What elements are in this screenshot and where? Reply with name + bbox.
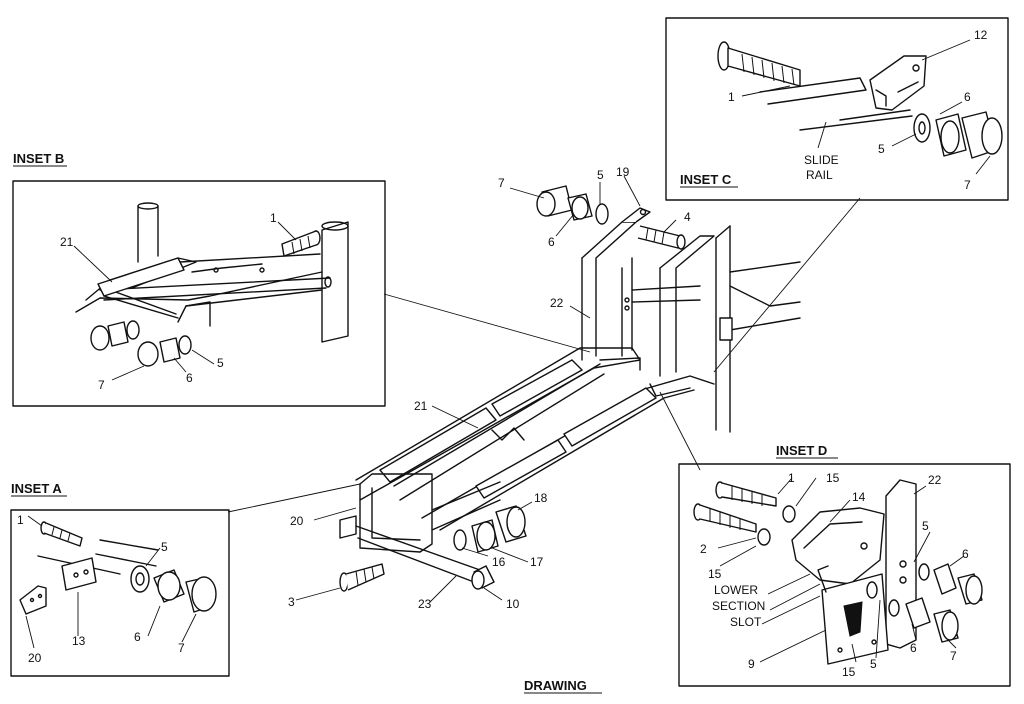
inset-c-title: INSET C — [680, 172, 732, 187]
callout-d-5-bottom: 5 — [870, 657, 877, 671]
label-lower: LOWER — [714, 583, 758, 597]
washer-icon — [918, 563, 930, 581]
nut-icon — [107, 321, 129, 347]
bolt-icon — [717, 41, 801, 87]
bolt-icon — [40, 521, 83, 547]
callout-main-10: 10 — [506, 597, 520, 611]
inset-a-frame — [10, 509, 230, 677]
callout-b-5: 5 — [217, 356, 224, 370]
callout-a-6: 6 — [134, 630, 141, 644]
callout-d-1: 1 — [788, 471, 795, 485]
inset-d: INSET D — [678, 443, 1011, 687]
inset-b-title: INSET B — [13, 151, 64, 166]
callout-main-20: 20 — [290, 514, 304, 528]
bolt-icon — [715, 481, 777, 507]
washer-icon — [178, 335, 192, 355]
callout-b-21: 21 — [60, 235, 74, 249]
callout-a-13: 13 — [72, 634, 86, 648]
inset-b: INSET B — [12, 151, 386, 407]
bracket-icon — [869, 55, 927, 111]
drawing-title: DRAWING — [524, 678, 587, 693]
callout-main-22: 22 — [550, 296, 564, 310]
washer-icon — [866, 581, 878, 599]
washer-icon — [913, 113, 931, 143]
inset-d-frame — [678, 463, 1011, 687]
callout-d-2: 2 — [700, 542, 707, 556]
callout-c-12: 12 — [974, 28, 988, 42]
callout-a-20: 20 — [28, 651, 42, 665]
nut-icon — [905, 597, 931, 629]
label-slot: SLOT — [730, 615, 762, 629]
bolt-icon — [339, 563, 385, 592]
bolt-icon — [693, 503, 757, 533]
washer-icon — [782, 505, 796, 523]
callout-c-7: 7 — [964, 178, 971, 192]
washer-icon — [126, 320, 140, 340]
callout-main-23: 23 — [418, 597, 432, 611]
callout-main-19: 19 — [616, 165, 630, 179]
callout-main-21: 21 — [414, 399, 428, 413]
washer-icon — [888, 599, 900, 617]
inset-b-frame — [12, 180, 386, 407]
bolt-icon — [637, 225, 686, 250]
callout-c-6: 6 — [964, 90, 971, 104]
callout-main-4: 4 — [684, 210, 691, 224]
label-section: SECTION — [712, 599, 765, 613]
callout-main-5: 5 — [597, 168, 604, 182]
callout-d-7: 7 — [950, 649, 957, 663]
callout-d-6-bottom: 6 — [910, 641, 917, 655]
callout-b-6: 6 — [186, 371, 193, 385]
callout-main-7: 7 — [498, 176, 505, 190]
nut-icon — [935, 113, 967, 157]
washer-icon — [130, 565, 150, 593]
inset-c-frame — [665, 17, 1009, 201]
callout-a-1: 1 — [17, 513, 24, 527]
nut-icon — [159, 337, 181, 363]
callout-c-5: 5 — [878, 142, 885, 156]
washer-icon — [595, 203, 609, 225]
label-rail: RAIL — [806, 168, 833, 182]
washer-icon — [453, 529, 467, 551]
washer-icon — [757, 528, 771, 546]
label-slide: SLIDE — [804, 153, 839, 167]
bolt-icon — [281, 230, 321, 257]
callout-d-5-top: 5 — [922, 519, 929, 533]
callout-main-3: 3 — [288, 595, 295, 609]
callout-d-15-bottom: 15 — [842, 665, 856, 679]
callout-a-7: 7 — [178, 641, 185, 655]
callout-main-18: 18 — [534, 491, 548, 505]
callout-d-9: 9 — [748, 657, 755, 671]
callout-d-15-top: 15 — [826, 471, 840, 485]
callout-main-6: 6 — [548, 235, 555, 249]
callout-b-1: 1 — [270, 211, 277, 225]
nut-icon — [933, 563, 957, 595]
inset-a-title: INSET A — [11, 481, 62, 496]
callout-main-16: 16 — [492, 555, 506, 569]
callout-c-1: 1 — [728, 90, 735, 104]
callout-d-14: 14 — [852, 490, 866, 504]
bracket-icon — [61, 557, 97, 591]
cap-nut-icon — [961, 111, 1003, 159]
main-assembly: 7 5 19 4 6 22 21 20 18 16 17 3 23 10 — [227, 165, 861, 611]
callout-d-6-top: 6 — [962, 547, 969, 561]
callout-d-22: 22 — [928, 473, 942, 487]
inset-d-title: INSET D — [776, 443, 827, 458]
callout-b-7: 7 — [98, 378, 105, 392]
inset-a: INSET A 1 5 — [10, 481, 230, 677]
callout-a-5: 5 — [161, 540, 168, 554]
inset-c: 1 12 6 5 7 SLIDE RAIL INSET C — [665, 17, 1009, 201]
callout-d-15-left: 15 — [708, 567, 722, 581]
callout-main-17: 17 — [530, 555, 544, 569]
